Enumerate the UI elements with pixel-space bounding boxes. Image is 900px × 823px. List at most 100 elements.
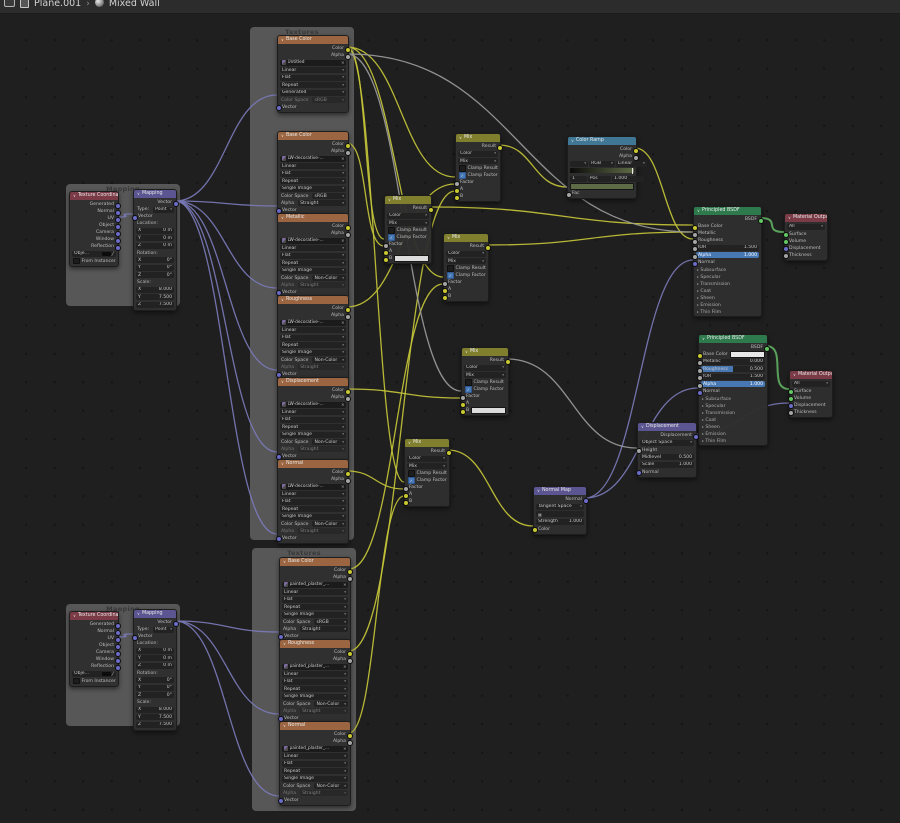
dropdown-mix[interactable]: Mix▾ xyxy=(446,258,486,264)
ramp-pos-label[interactable]: Pos xyxy=(587,175,611,182)
image-selector[interactable]: LW-decorative-...✕ xyxy=(280,319,346,326)
dropdown-generated[interactable]: Generated▾ xyxy=(280,89,346,96)
unlink-icon[interactable]: ✕ xyxy=(341,402,345,407)
dropdown-tangent-space[interactable]: Tangent Space▾ xyxy=(536,503,584,510)
input-socket[interactable] xyxy=(691,253,698,260)
image-selector[interactable]: LW-decorative-...✕ xyxy=(280,401,346,408)
input-socket[interactable] xyxy=(459,408,466,415)
dropdown-repeat[interactable]: Repeat▾ xyxy=(282,768,348,774)
input-socket[interactable] xyxy=(787,389,794,395)
panel-coat[interactable]: ▸Coat xyxy=(699,416,767,423)
dropdown-repeat[interactable]: Repeat▾ xyxy=(280,260,346,266)
input-socket[interactable] xyxy=(402,499,409,506)
displacement-node-header[interactable]: ∨Displacement xyxy=(638,423,696,431)
dropdown-color[interactable]: Color▾ xyxy=(464,364,506,371)
input-socket[interactable] xyxy=(691,246,698,252)
dropdown-single-image[interactable]: Single Image▾ xyxy=(282,775,348,782)
dropdown-straight[interactable]: Straight▾ xyxy=(298,528,346,534)
output-socket[interactable] xyxy=(114,223,121,230)
checkbox-clamp-factor[interactable]: ✓ xyxy=(465,386,472,393)
dropdown-flat[interactable]: Flat▾ xyxy=(280,170,346,177)
dropdown-linear[interactable]: Linear▾ xyxy=(280,163,346,169)
panel-coat[interactable]: ▸Coat xyxy=(694,287,761,294)
output-socket[interactable] xyxy=(114,643,121,650)
collapse-icon[interactable]: ∨ xyxy=(281,37,284,42)
dropdown-srgb[interactable]: sRGB▾ xyxy=(312,97,346,103)
dropdown-non-color[interactable]: Non-Color▾ xyxy=(312,275,346,281)
mapping-top-header[interactable]: ∨Mapping xyxy=(134,190,176,198)
image-texture-painted-roughness-header[interactable]: ∨Roughness xyxy=(280,640,350,648)
collapse-icon[interactable]: ∨ xyxy=(137,191,140,196)
ramp-colormode-dropdown[interactable]: RGB▾ xyxy=(589,160,615,167)
unlink-icon[interactable]: ✕ xyxy=(343,746,347,751)
image-texture-lw-basecolor-header[interactable]: ∨Base Color xyxy=(278,132,348,140)
image-selector[interactable]: painted_plaster_...✕ xyxy=(282,663,348,670)
panel-emission[interactable]: ▸Emission xyxy=(699,430,767,437)
dropdown-flat[interactable]: Flat▾ xyxy=(280,252,346,259)
collapse-icon[interactable]: ∨ xyxy=(73,613,76,618)
object-field[interactable]: Obje...╱ xyxy=(72,250,116,257)
input-socket[interactable] xyxy=(696,375,703,381)
checkbox-clamp-result[interactable] xyxy=(447,265,454,272)
uv-map-field[interactable]: ▦ xyxy=(536,511,584,517)
dropdown-repeat[interactable]: Repeat▾ xyxy=(280,342,346,348)
panel-thin-film[interactable]: ▸Thin Film xyxy=(699,437,767,444)
dropdown-non-color[interactable]: Non-Color▾ xyxy=(312,439,346,445)
dropdown-straight[interactable]: Straight▾ xyxy=(300,790,348,796)
collapse-icon[interactable]: ∨ xyxy=(537,488,540,493)
texture-coordinate-top[interactable]: ∨Texture CoordinateGeneratedNormalUVObje… xyxy=(69,191,121,267)
input-socket[interactable] xyxy=(382,256,389,263)
checkbox-clamp-result[interactable] xyxy=(408,470,415,477)
dropdown-non-color[interactable]: Non-Color▾ xyxy=(312,521,346,527)
panel-transmission[interactable]: ▸Transmission xyxy=(694,280,761,287)
panel-specular[interactable]: ▸Specular xyxy=(694,273,761,280)
dropdown-repeat[interactable]: Repeat▾ xyxy=(280,82,346,88)
eyedropper-icon[interactable]: ╱ xyxy=(111,671,114,676)
input-socket[interactable] xyxy=(453,194,460,201)
dropdown-linear[interactable]: Linear▾ xyxy=(282,589,348,595)
collapse-icon[interactable]: ∨ xyxy=(283,641,286,646)
collapse-icon[interactable]: ∨ xyxy=(697,208,700,213)
collapse-icon[interactable]: ∨ xyxy=(281,297,284,302)
panel-transmission[interactable]: ▸Transmission xyxy=(699,409,767,416)
dropdown-flat[interactable]: Flat▾ xyxy=(282,678,348,685)
image-selector[interactable]: LW-decorative-...✕ xyxy=(280,155,346,162)
dropdown-linear[interactable]: Linear▾ xyxy=(280,67,346,73)
collapse-icon[interactable]: ∨ xyxy=(641,424,644,429)
collapse-icon[interactable]: ∨ xyxy=(283,559,286,564)
input-socket[interactable] xyxy=(696,352,703,359)
collapse-icon[interactable]: ∨ xyxy=(73,193,76,198)
output-socket[interactable] xyxy=(114,237,121,244)
input-socket[interactable] xyxy=(565,191,572,198)
dropdown-linear[interactable]: Linear▾ xyxy=(280,409,346,415)
checkbox-clamp-result[interactable] xyxy=(459,165,466,172)
colorramp-gradient[interactable] xyxy=(570,167,634,174)
checkbox-from-instancer[interactable] xyxy=(73,257,80,265)
unlink-icon[interactable]: ✕ xyxy=(343,582,347,587)
dropdown-single-image[interactable]: Single Image▾ xyxy=(280,513,346,520)
input-socket[interactable] xyxy=(459,401,466,408)
panel-sheen[interactable]: ▸Sheen xyxy=(694,294,761,301)
dropdown-repeat[interactable]: Repeat▾ xyxy=(282,604,348,610)
image-texture-lw-metallic-header[interactable]: ∨Metallic xyxy=(278,214,348,222)
output-socket[interactable] xyxy=(114,202,121,209)
dropdown-linear[interactable]: Linear▾ xyxy=(280,327,346,333)
